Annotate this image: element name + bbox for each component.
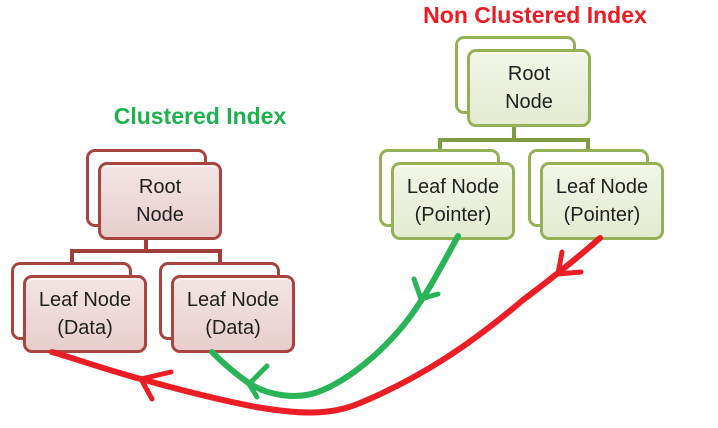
stacked-card-front: Leaf Node (Pointer) <box>391 162 515 240</box>
green-arrow-end-arrowhead <box>246 363 270 400</box>
clustered-index-title: Clustered Index <box>113 103 287 129</box>
green-arrow-mid-arrowhead <box>411 276 441 302</box>
node-label-line2: Node <box>505 91 553 113</box>
node-label-line1: Root <box>138 176 182 198</box>
clustered-leaf-node-right: Leaf Node (Data) <box>159 262 295 354</box>
node-label-line2: (Data) <box>205 317 261 339</box>
nonclustered-leaf-node-left: Leaf Node (Pointer) <box>379 149 515 241</box>
stacked-card-front: Leaf Node (Data) <box>23 275 147 353</box>
stacked-card-front: Leaf Node (Pointer) <box>540 162 664 240</box>
node-label-line2: (Pointer) <box>414 204 492 226</box>
clustered-root-node: Root Node <box>86 149 222 241</box>
node-label-line1: Leaf Node <box>38 289 132 311</box>
clustered-leaf-node-left: Leaf Node (Data) <box>11 262 147 354</box>
stacked-card-front: Root Node <box>98 162 222 240</box>
nonclustered-index-title: Non Clustered Index <box>423 2 647 28</box>
node-label-line2: Node <box>136 204 184 226</box>
node-label-line2: (Data) <box>57 317 113 339</box>
green-pointer-arrow <box>209 233 461 400</box>
red-arrow-end-arrowhead <box>138 369 174 402</box>
node-label-line2: (Pointer) <box>563 204 641 226</box>
stacked-card-front: Root Node <box>467 49 591 127</box>
stacked-card-front: Leaf Node (Data) <box>171 275 295 353</box>
nonclustered-root-node: Root Node <box>455 36 591 128</box>
node-label-line1: Root <box>507 63 551 85</box>
nonclustered-leaf-node-right: Leaf Node (Pointer) <box>528 149 664 241</box>
red-pointer-arrow <box>49 235 603 416</box>
red-arrow-mid-arrowhead <box>555 249 584 277</box>
node-label-line1: Leaf Node <box>186 289 280 311</box>
node-label-line1: Leaf Node <box>406 176 500 198</box>
node-label-line1: Leaf Node <box>555 176 649 198</box>
